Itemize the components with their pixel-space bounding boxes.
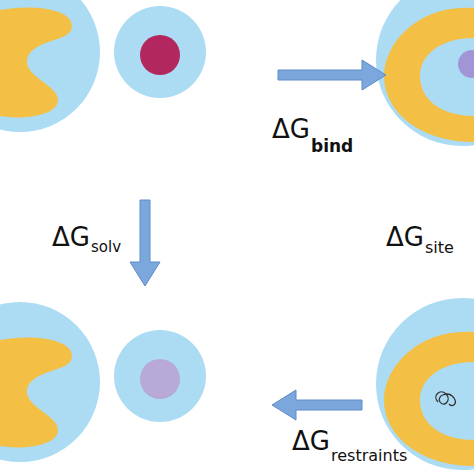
subscript-label: solv: [91, 240, 121, 255]
subscript-label: restraints: [331, 448, 407, 464]
bound-ligand: [458, 50, 474, 78]
protein-circle: [0, 0, 100, 132]
subscript-label: site: [425, 240, 454, 256]
restraints-arrow: [272, 390, 362, 420]
delta-g-symbol: ΔG: [52, 224, 90, 250]
ligand-circle: [114, 330, 206, 422]
bind-arrow: [278, 60, 386, 90]
protein-blob: [0, 337, 72, 447]
protein-blob: [0, 7, 72, 117]
binding-site: [384, 332, 474, 466]
restraint-squiggle: [436, 392, 455, 406]
delta-g-symbol: ΔG: [386, 224, 424, 250]
solv-arrow: [130, 200, 160, 286]
binding-site: [384, 8, 474, 142]
protein-circle: [0, 302, 100, 462]
subscript-label: bind: [311, 138, 353, 155]
delta-g-symbol: ΔG: [292, 428, 330, 454]
complex-circle: [376, 0, 474, 146]
complex-circle: [376, 298, 474, 470]
delta-g-symbol: ΔG: [272, 116, 310, 142]
ligand-dot: [140, 35, 180, 75]
decoupled-ligand-dot: [140, 359, 180, 399]
ligand-circle: [114, 6, 206, 98]
